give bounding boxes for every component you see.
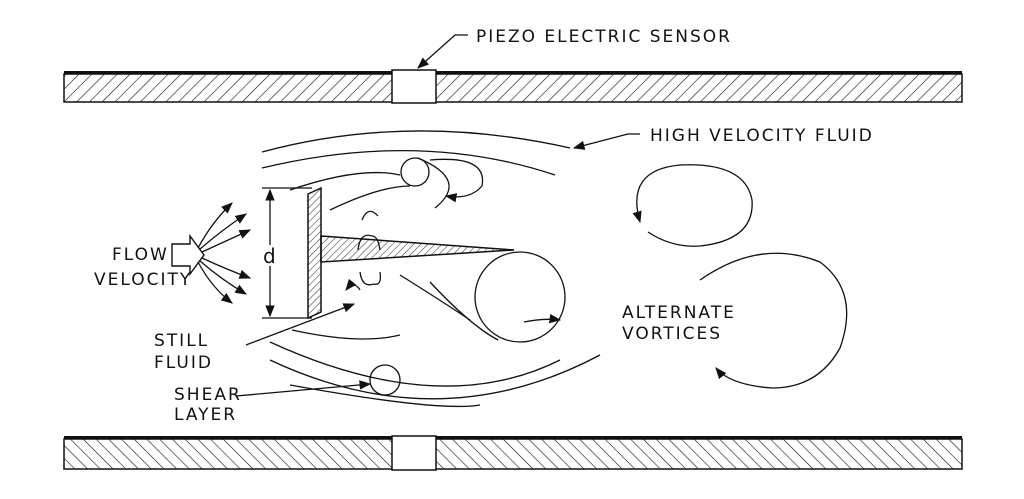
flow-fan-arrows [197,202,252,304]
alternate-label: ALTERNATE [622,303,736,323]
velocity-label: VELOCITY [94,270,192,290]
lower-eddies [345,251,566,396]
still-fluid-leader [245,303,356,346]
bottom-pipe-wall [63,436,963,470]
dimension-d-label: d [263,244,276,268]
alternate-vortex-upper [632,164,753,247]
high-velocity-leader-arrow [572,133,640,150]
sensor-leader-arrow [417,34,468,69]
dimension-d [262,187,312,319]
layer-label: LAYER [174,405,237,425]
alternate-vortex-lower [699,252,848,389]
high-velocity-label: HIGH VELOCITY FLUID [650,126,874,146]
still-label: STILL [154,331,209,351]
shear-label: SHEAR [174,385,242,405]
flow-label: FLOW [112,245,169,265]
flow-velocity-arrow [171,233,205,277]
lower-streamlines [269,274,601,408]
top-piezo-sensor [391,69,437,104]
shear-layer-leader [235,380,372,397]
still-fluid-arcs [357,234,382,286]
upper-eddies [361,157,484,221]
piezo-sensor-label: PIEZO ELECTRIC SENSOR [476,27,732,47]
top-pipe-wall [63,71,963,103]
bluff-body [307,186,515,320]
bottom-piezo-sensor [391,435,437,471]
vortices-label: VORTICES [622,324,722,344]
fluid-label: FLUID [154,353,213,373]
upper-streamlines [261,130,571,211]
